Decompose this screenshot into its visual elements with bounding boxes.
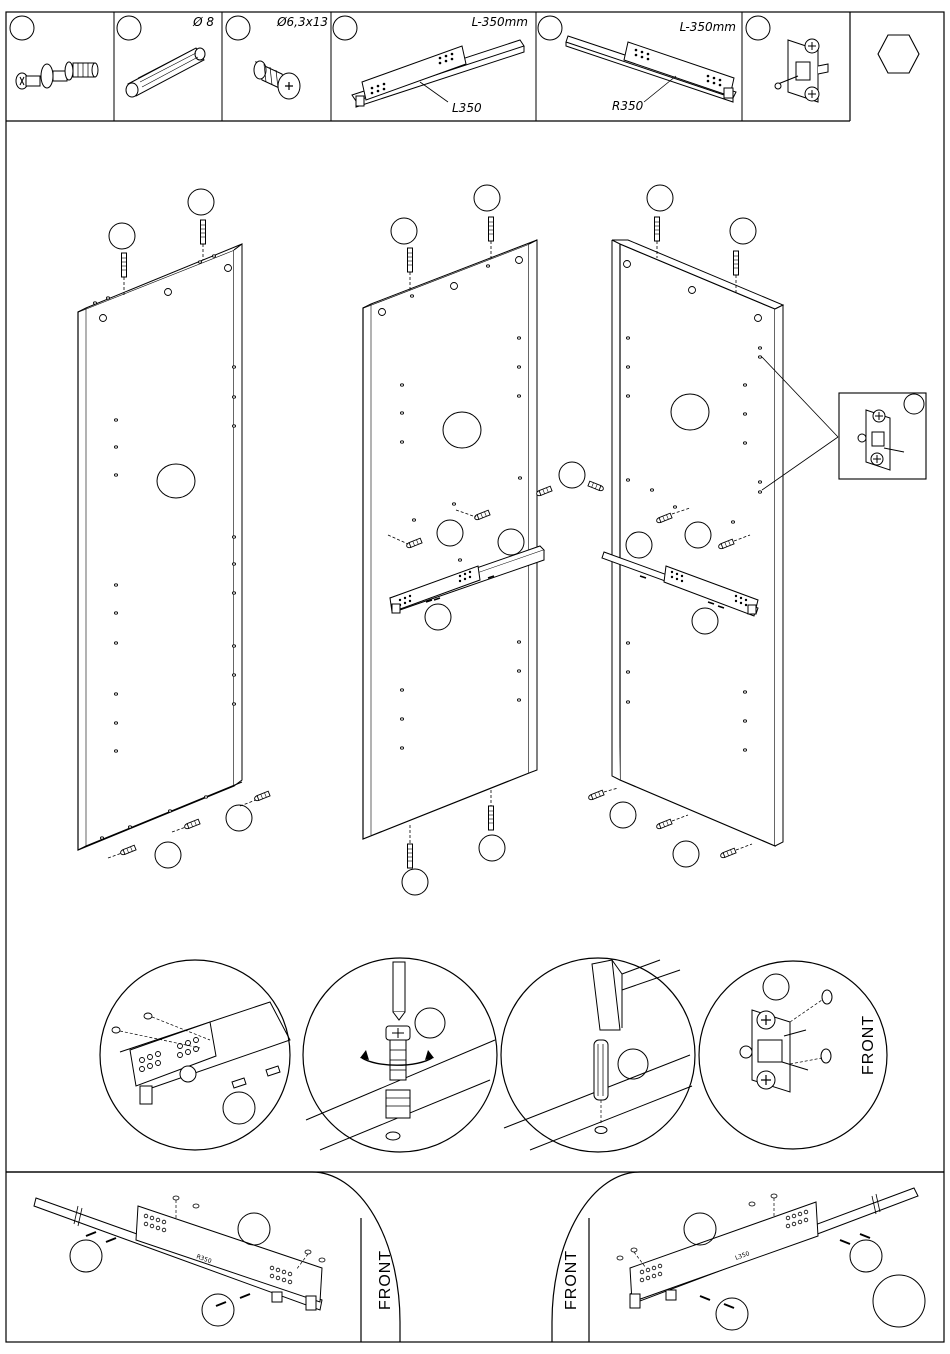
- part-number-circle: [333, 16, 357, 40]
- cam-bolt-icon: [16, 62, 98, 89]
- side-panel-right: [612, 240, 783, 846]
- part-callout-circle: [479, 835, 505, 861]
- slide-right-spec-label: L-350mm: [680, 20, 736, 34]
- part-number-circle: [538, 16, 562, 40]
- part-cell-cam-bolt: [10, 16, 98, 89]
- part-cell-dowel: Ø 8: [117, 15, 214, 97]
- part-callout-circle: [673, 841, 699, 867]
- hinge-plate-icon: [775, 39, 828, 102]
- part-callout-circle: [647, 185, 673, 211]
- front-label-slide-right: FRONT: [563, 1250, 580, 1310]
- part-callout-circle: [716, 1298, 748, 1330]
- part-cell-slide-right: L-350mm R350: [538, 16, 736, 113]
- part-cell-hinge: [746, 16, 828, 102]
- slide-left-callout: L350: [452, 101, 482, 115]
- part-callout-circle: [559, 462, 585, 488]
- slide-left-spec-label: L-350mm: [472, 15, 528, 29]
- panel-label-circle: [873, 1275, 925, 1327]
- screw-icon: [254, 61, 300, 99]
- part-callout-circle: [402, 869, 428, 895]
- part-callout-circle: [226, 805, 252, 831]
- detail-circle-dowel: [501, 958, 695, 1152]
- part-number-circle: [746, 16, 770, 40]
- parts-header: Ø 8 Ø6,3x13: [6, 12, 850, 121]
- part-callout-circle: [850, 1240, 882, 1272]
- part-callout-circle: [684, 1213, 716, 1245]
- dowel-spec-label: Ø 8: [192, 15, 214, 29]
- hex-key-icon: [878, 35, 919, 73]
- hinge-detail-box: [762, 357, 926, 490]
- slide-detail-right: L350 FRONT: [563, 1188, 925, 1330]
- slide-detail-left: R350 FRONT: [34, 1196, 394, 1326]
- front-label-slide-left: FRONT: [377, 1250, 394, 1310]
- partition-panel-middle: [363, 240, 537, 839]
- part-callout-circle: [730, 218, 756, 244]
- detail-circle-hinge: FRONT: [699, 961, 887, 1149]
- part-cell-screw: Ø6,3x13: [226, 15, 328, 99]
- part-number-circle: [226, 16, 250, 40]
- bottom-row-frame: [6, 1172, 944, 1342]
- drawer-slide-left-icon: L350: [352, 40, 524, 115]
- slide-right-callout: R350: [612, 99, 644, 113]
- detail-circle-slide-mount: [100, 960, 290, 1150]
- part-callout-circle: [610, 802, 636, 828]
- part-callout-circle: [109, 223, 135, 249]
- part-callout-circle: [391, 218, 417, 244]
- part-callout-circle: [155, 842, 181, 868]
- part-callout-circle: [188, 189, 214, 215]
- front-label-hinge: FRONT: [860, 1015, 877, 1075]
- part-cell-slide-left: L-350mm L350: [333, 15, 528, 115]
- part-callout-circle: [202, 1294, 234, 1326]
- side-panel-left: [78, 244, 242, 850]
- part-number-circle: [10, 16, 34, 40]
- part-callout-circle: [474, 185, 500, 211]
- drawer-slide-right-icon: R350: [566, 36, 736, 113]
- screw-spec-label: Ø6,3x13: [276, 15, 328, 29]
- dowel-icon: [126, 48, 205, 97]
- detail-circle-cam-bolt: [303, 958, 497, 1152]
- part-callout-circle: [70, 1240, 102, 1272]
- part-number-circle: [117, 16, 141, 40]
- part-callout-circle: [238, 1213, 270, 1245]
